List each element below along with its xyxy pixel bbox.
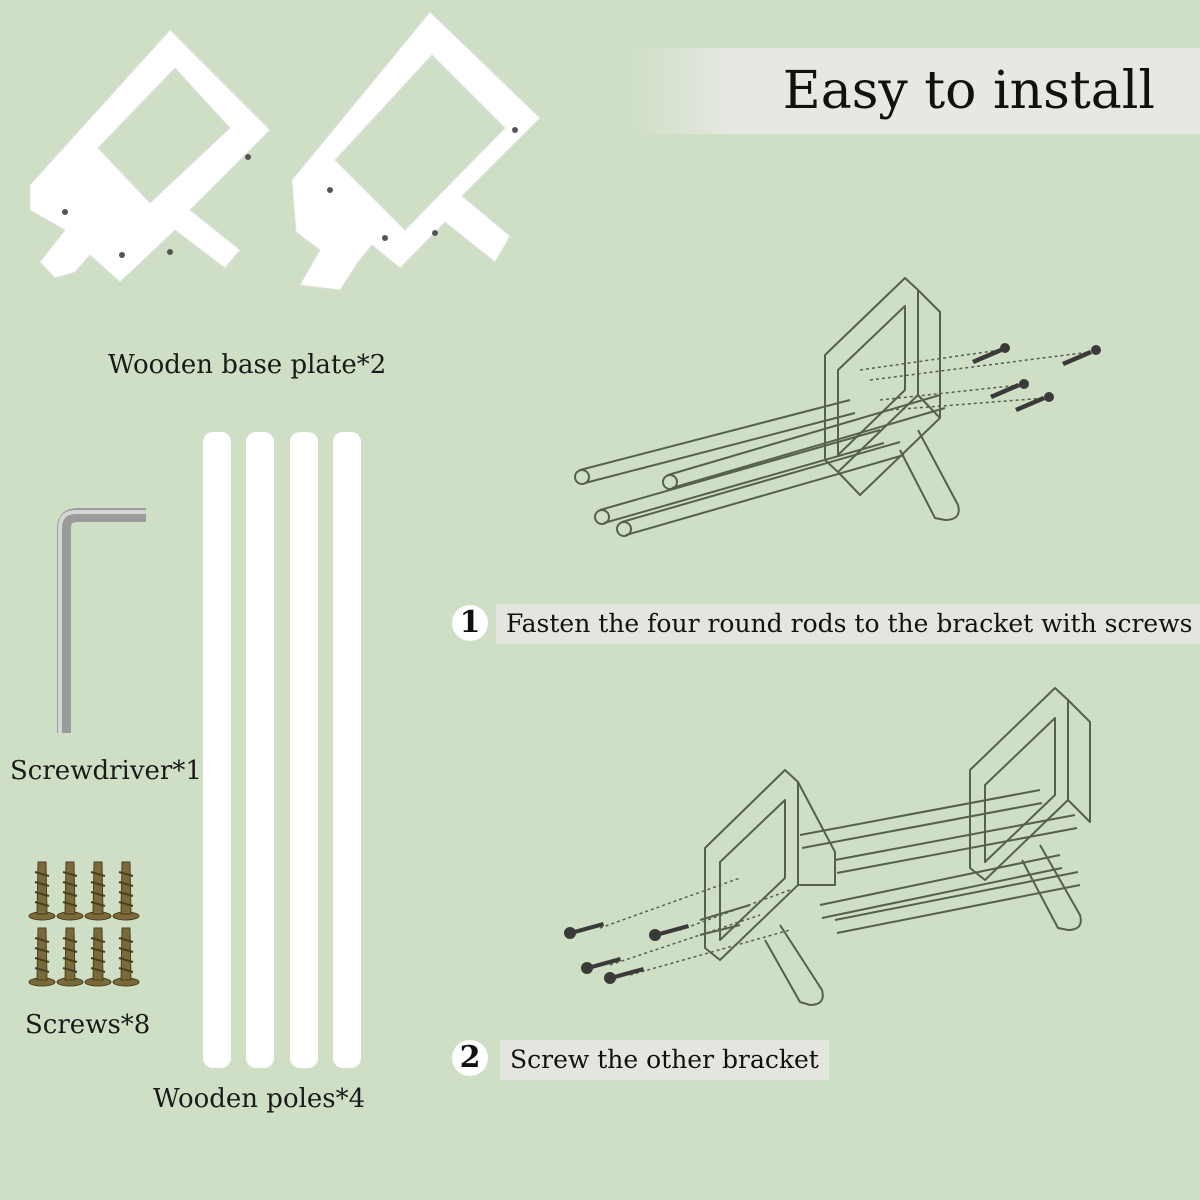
screws-illustration [28, 861, 140, 987]
step-1-text: Fasten the four round rods to the bracke… [496, 604, 1200, 644]
screw-icon [564, 922, 689, 984]
page-title: Easy to install [782, 61, 1155, 121]
pole-1 [203, 432, 231, 1068]
pole-2 [246, 432, 274, 1068]
base-plate-left [29, 29, 271, 283]
step-1-number: 1 [452, 605, 488, 641]
screws-label: Screws*8 [25, 1010, 151, 1040]
screw-icon [972, 343, 1101, 412]
poles-illustration [203, 432, 361, 1068]
step-2-number: 2 [452, 1040, 488, 1076]
pole-3 [290, 432, 318, 1068]
base-plate-right [291, 11, 541, 291]
pole-4 [333, 432, 361, 1068]
poles-label: Wooden poles*4 [153, 1084, 366, 1114]
base-plate-illustration [29, 11, 541, 291]
step-2-diagram [564, 687, 1091, 1006]
screwdriver-icon [57, 508, 146, 733]
step-2-text: Screw the other bracket [500, 1040, 829, 1080]
base-plate-label: Wooden base plate*2 [108, 350, 387, 380]
title-band [630, 48, 1200, 134]
screw-icon [28, 861, 140, 987]
screwdriver-label: Screwdriver*1 [10, 756, 202, 786]
step-1-diagram [574, 277, 1101, 537]
